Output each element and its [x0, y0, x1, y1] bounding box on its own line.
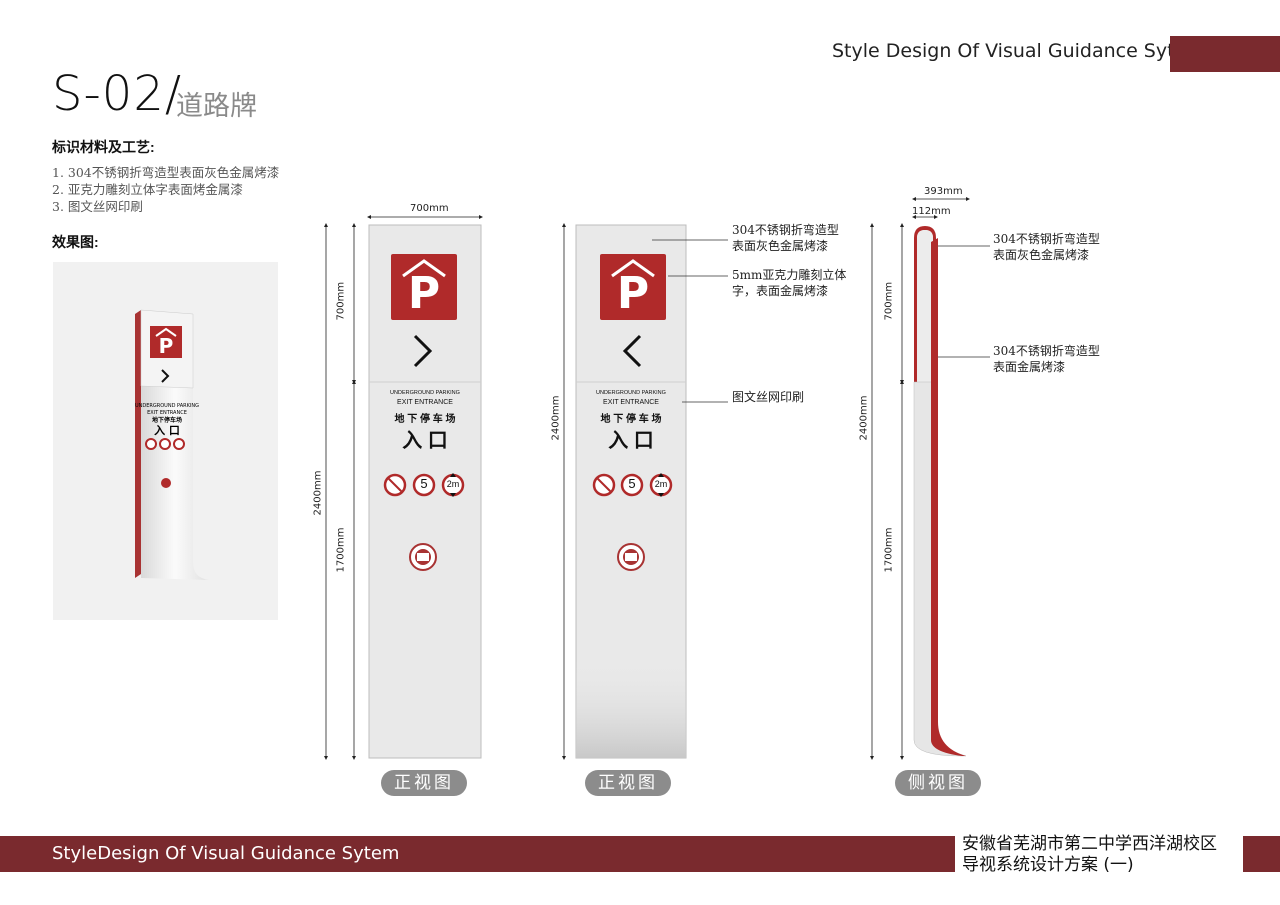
- dim-side-inner: 112mm: [912, 206, 951, 217]
- cn-label: 地 下 停 车 场: [394, 414, 456, 425]
- en-label-2: EXIT ENTRANCE: [603, 399, 659, 406]
- callout-side-lower: 304不锈钢折弯造型 表面金属烤漆: [993, 343, 1100, 375]
- speed-limit-icon: [620, 473, 644, 497]
- cn-label: 地 下 停 车 场: [600, 414, 662, 425]
- callout-line: 304不锈钢折弯造型: [993, 344, 1100, 358]
- dim-side-depth: 393mm: [924, 186, 963, 197]
- svg-text:EXIT ENTRANCE: EXIT ENTRANCE: [147, 410, 187, 416]
- label-front-view-2: 正视图: [585, 770, 671, 796]
- callout-line: 5mm亚克力雕刻立体: [732, 268, 847, 282]
- dim-upper-height: 700mm: [335, 281, 347, 321]
- callout-printing: 图文丝网印刷: [732, 389, 804, 405]
- label-front-view-1: 正视图: [381, 770, 467, 796]
- sign-type: 道路牌: [176, 91, 257, 122]
- dim-lower-height: 1700mm: [335, 527, 347, 573]
- front-view-1: [368, 224, 482, 759]
- callout-panel-material: 304不锈钢折弯造型 表面灰色金属烤漆: [732, 222, 839, 254]
- header-accent-bar: [1170, 36, 1280, 72]
- project-name: 导视系统设计方案 (一): [962, 855, 1134, 875]
- callout-line: 表面灰色金属烤漆: [993, 248, 1090, 262]
- parking-icon: [391, 254, 457, 320]
- speed-value: 5: [628, 476, 636, 491]
- entrance-label: 入 口: [402, 430, 448, 452]
- speed-value: 5: [420, 476, 428, 491]
- callout-line: 图文丝网印刷: [732, 390, 805, 404]
- dim-upper-height-side: 700mm: [883, 281, 895, 321]
- callout-line: 表面灰色金属烤漆: [732, 239, 829, 253]
- en-label-1: UNDERGROUND PARKING: [390, 390, 460, 396]
- parking-letter: P: [616, 268, 650, 319]
- arrow-left-icon: [622, 334, 642, 368]
- top-title: Style Design Of Visual Guidance Sytem: [832, 40, 1205, 62]
- material-item: 2. 亚克力雕刻立体字表面烤金属漆: [52, 182, 243, 197]
- dim-total-height: 2400mm: [312, 470, 324, 516]
- svg-text:P: P: [159, 334, 174, 358]
- school-name: 安徽省芜湖市第二中学西洋湖校区: [962, 834, 1217, 854]
- height-value: 2m: [654, 479, 668, 489]
- dim-front-width: 700mm: [410, 203, 449, 214]
- dimension-lines: [324, 197, 970, 760]
- materials-list: 1. 304不锈钢折弯造型表面灰色金属烤漆 2. 亚克力雕刻立体字表面烤金属漆 …: [52, 164, 279, 215]
- front-view-2: [575, 224, 728, 759]
- material-item: 1. 304不锈钢折弯造型表面灰色金属烤漆: [52, 165, 280, 180]
- sign-code: S-02/: [52, 66, 183, 122]
- footer-accent-bar: [1243, 836, 1280, 872]
- callout-line: 304不锈钢折弯造型: [993, 232, 1100, 246]
- render-image: P UNDERGROUND PARKING EXIT ENTRANCE 地下停车…: [53, 262, 278, 620]
- callout-line: 304不锈钢折弯造型: [732, 223, 839, 237]
- dim-lower-height-side: 1700mm: [883, 527, 895, 573]
- callout-acrylic: 5mm亚克力雕刻立体 字，表面金属烤漆: [732, 267, 846, 299]
- label-side-view: 侧视图: [895, 770, 981, 796]
- side-view: [913, 226, 990, 757]
- en-label-2: EXIT ENTRANCE: [397, 399, 453, 406]
- dim-total-height-side: 2400mm: [858, 395, 870, 441]
- footer-title: StyleDesign Of Visual Guidance Sytem: [52, 843, 400, 864]
- material-item: 3. 图文丝网印刷: [52, 199, 143, 214]
- arrow-right-icon: [413, 334, 433, 368]
- speed-limit-icon: [412, 473, 436, 497]
- height-value: 2m: [446, 479, 460, 489]
- effect-heading: 效果图:: [52, 234, 99, 250]
- entrance-label: 入 口: [608, 430, 654, 452]
- front-2-text-block: UNDERGROUND PARKING EXIT ENTRANCE 地 下 停 …: [576, 390, 686, 460]
- svg-text:UNDERGROUND PARKING: UNDERGROUND PARKING: [135, 403, 199, 409]
- footer-school: 安徽省芜湖市第二中学西洋湖校区 导视系统设计方案 (一): [962, 834, 1217, 876]
- dim-total-height-2: 2400mm: [550, 395, 562, 441]
- parking-icon: [600, 254, 666, 320]
- front-1-text-block: UNDERGROUND PARKING EXIT ENTRANCE 地 下 停 …: [369, 390, 481, 460]
- callout-line: 表面金属烤漆: [993, 360, 1066, 374]
- materials-heading: 标识材料及工艺:: [52, 139, 155, 155]
- callout-side-upper: 304不锈钢折弯造型 表面灰色金属烤漆: [993, 231, 1100, 263]
- render-sign-illustration: P UNDERGROUND PARKING EXIT ENTRANCE 地下停车…: [135, 309, 209, 580]
- svg-text:地下停车场: 地下停车场: [152, 416, 182, 424]
- footer-bar: [0, 836, 955, 872]
- en-label-1: UNDERGROUND PARKING: [596, 390, 666, 396]
- svg-text:入 口: 入 口: [154, 424, 180, 437]
- callout-line: 字，表面金属烤漆: [732, 284, 829, 298]
- parking-letter: P: [407, 268, 441, 319]
